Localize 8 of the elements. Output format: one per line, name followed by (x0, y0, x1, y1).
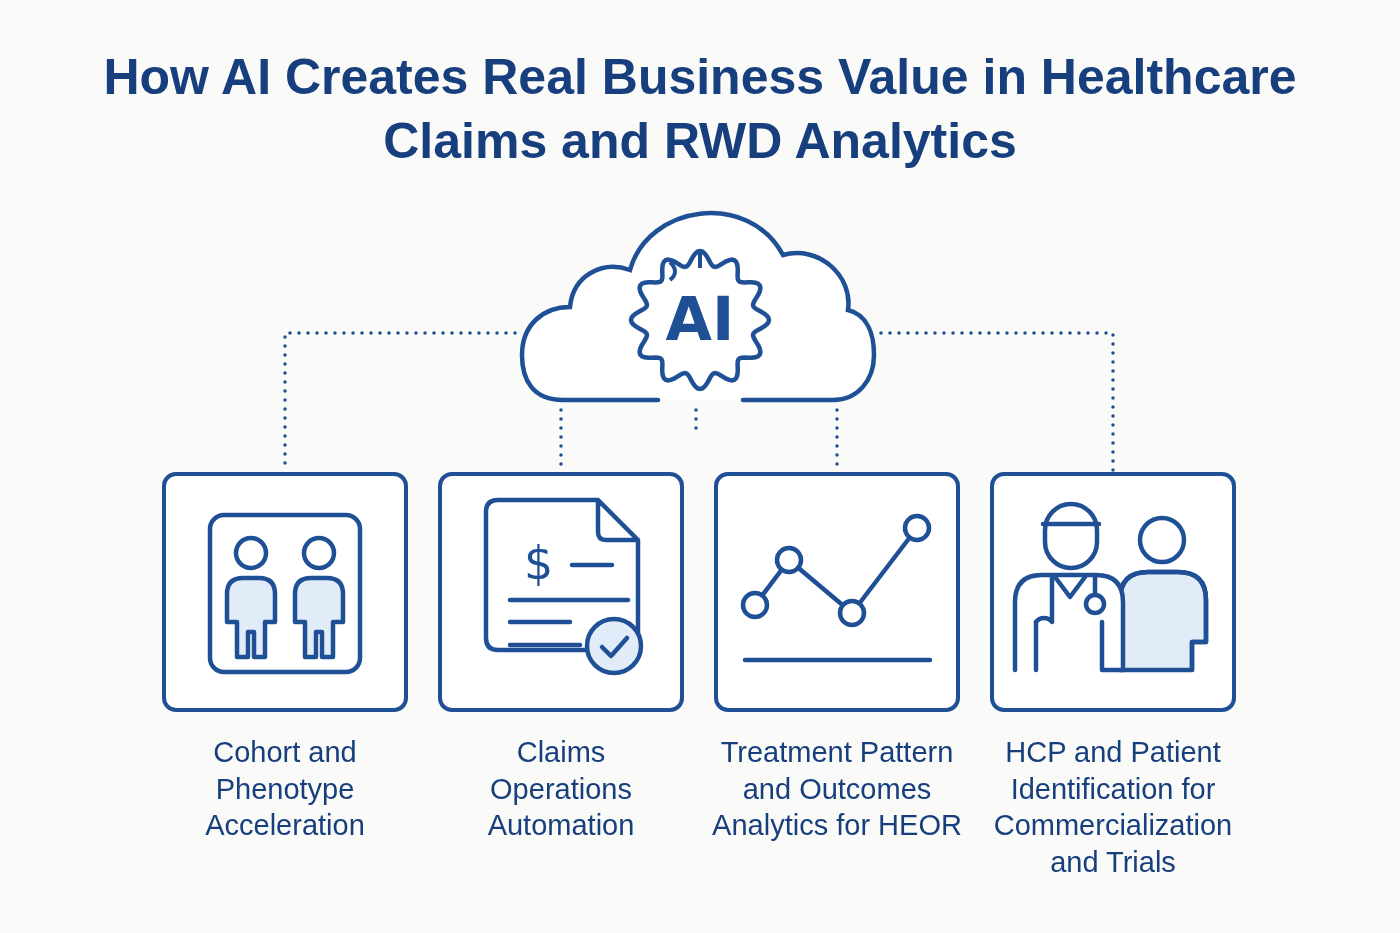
card-caption: Claims Operations Automation (486, 735, 636, 843)
card-caption: HCP and Patient Identification for Commercialization and Trials (992, 735, 1234, 880)
dollar-sign: $ (524, 538, 554, 588)
card-caption: Cohort and Phenotype Acceleration (204, 735, 366, 843)
title: How AI Creates Real Business Value in Healthcare Claims and RWD Analytics (102, 48, 1298, 171)
dotted-connector (879, 331, 1115, 474)
ai-label: AI (664, 283, 736, 355)
card-caption: Treatment Pattern and Outcomes Analytics for HEOR (711, 735, 963, 843)
